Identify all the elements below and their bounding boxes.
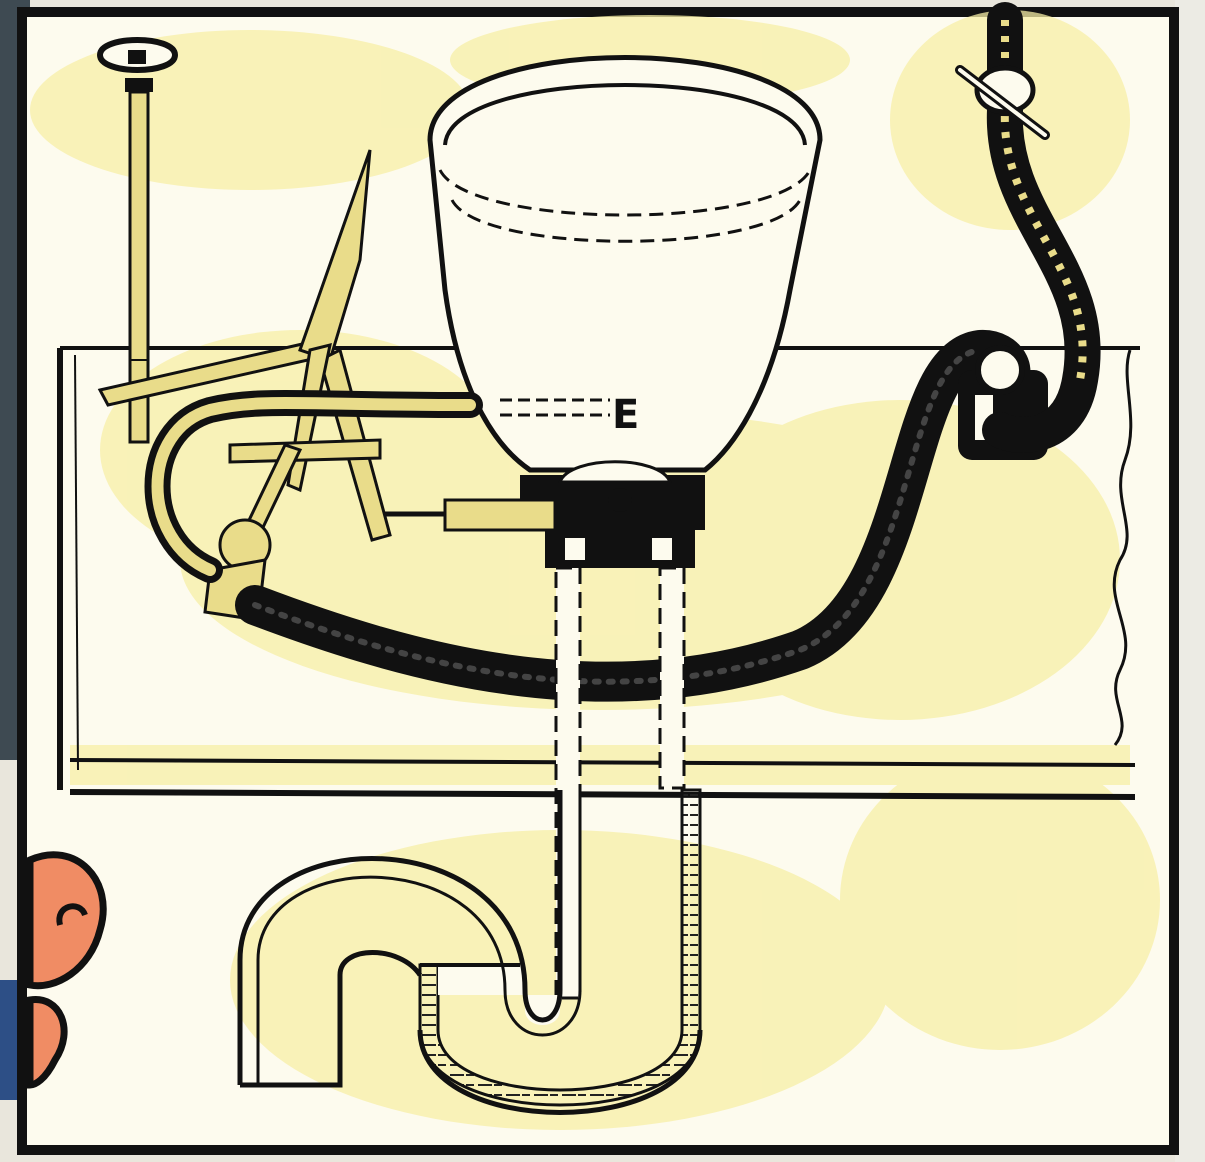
marker-label: E xyxy=(612,392,639,438)
right-background-strip xyxy=(1175,0,1205,1162)
